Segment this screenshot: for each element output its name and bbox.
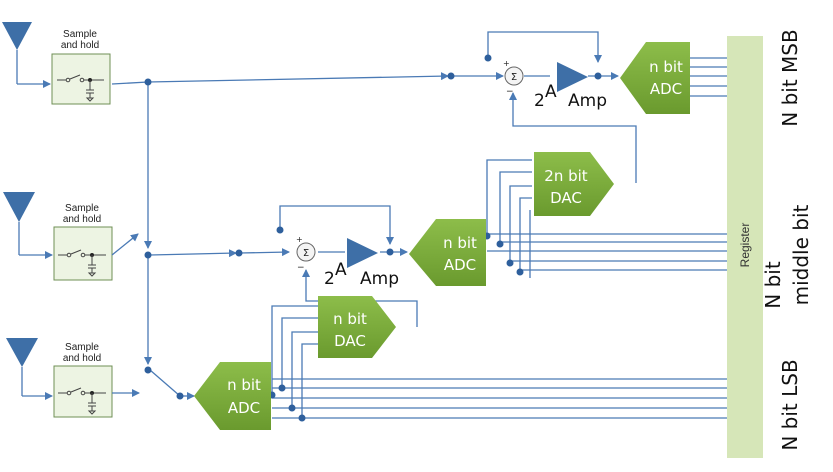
svg-text:A: A — [545, 82, 557, 102]
svg-text:Amp: Amp — [568, 91, 607, 111]
svg-text:−: − — [297, 263, 305, 273]
amplifier-middle: 2 A Amp — [324, 238, 399, 289]
svg-text:Σ: Σ — [511, 72, 517, 83]
svg-text:n bit: n bit — [227, 376, 261, 394]
svg-text:Amp: Amp — [360, 269, 399, 289]
register-label: Register — [738, 223, 752, 268]
junction-dots — [144, 54, 602, 422]
sample-hold-block: Sample and hold — [51, 29, 111, 105]
svg-text:2: 2 — [324, 269, 335, 289]
adc-lsb-block: n bit ADC — [194, 362, 271, 430]
svg-text:+: + — [296, 235, 303, 244]
side-label-middle-1: N bit — [761, 261, 785, 309]
dac-n-block: n bit DAC — [318, 296, 396, 358]
antenna-icon — [2, 22, 51, 88]
svg-text:A: A — [335, 260, 347, 280]
svg-text:Sample: Sample — [63, 29, 97, 40]
side-label-msb: N bit MSB — [778, 29, 802, 126]
svg-text:−: − — [506, 87, 514, 97]
svg-text:ADC: ADC — [650, 80, 682, 98]
svg-text:ADC: ADC — [444, 256, 476, 274]
side-label-lsb: N bit LSB — [778, 359, 802, 450]
summer-top: Σ + − — [503, 59, 524, 97]
svg-text:Sample: Sample — [65, 203, 99, 214]
svg-text:2n bit: 2n bit — [544, 167, 588, 185]
svg-text:2: 2 — [534, 91, 545, 111]
svg-text:Σ: Σ — [303, 248, 309, 259]
summer-middle: Σ + − — [296, 235, 316, 273]
svg-text:DAC: DAC — [334, 332, 366, 350]
side-label-middle-2: middle bit — [789, 204, 813, 305]
svg-text:ADC: ADC — [228, 399, 260, 417]
register-bar — [727, 36, 763, 458]
svg-text:and hold: and hold — [63, 214, 101, 225]
svg-text:and hold: and hold — [61, 40, 99, 51]
amplifier-top: 2 A Amp — [534, 62, 607, 111]
sample-hold-block: Sample and hold — [53, 203, 113, 281]
antenna-icon — [3, 192, 53, 259]
svg-text:+: + — [503, 59, 510, 68]
svg-text:n bit: n bit — [333, 310, 367, 328]
antenna-icon — [6, 338, 53, 400]
svg-text:DAC: DAC — [550, 189, 582, 207]
svg-text:Sample: Sample — [65, 342, 99, 353]
svg-text:and hold: and hold — [63, 353, 101, 364]
adc-msb-block: n bit ADC — [620, 42, 690, 114]
sample-hold-block: Sample and hold — [53, 342, 113, 418]
dac-2n-block: 2n bit DAC — [534, 152, 614, 216]
svg-text:n bit: n bit — [649, 58, 683, 76]
svg-text:n bit: n bit — [443, 234, 477, 252]
adc-mid-block: n bit ADC — [409, 219, 486, 286]
